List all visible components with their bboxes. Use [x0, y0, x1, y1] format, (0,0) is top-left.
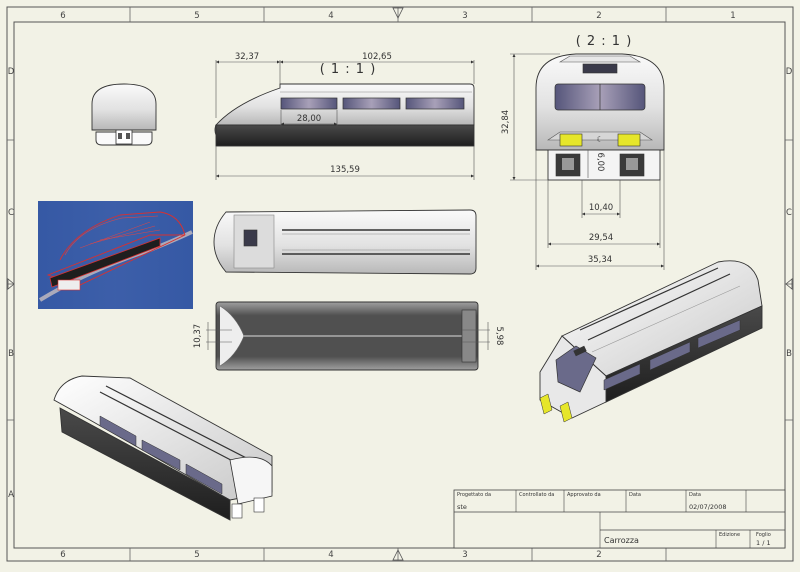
row-label: D: [8, 67, 15, 77]
date-label: Data: [689, 492, 701, 498]
dimension-label: 6,00: [595, 153, 605, 172]
dimension-label: 32,37: [235, 52, 259, 62]
row-label: D: [786, 67, 793, 77]
center-mark-bottom: [392, 549, 404, 561]
col-label: 1: [730, 11, 735, 21]
side-view: [214, 83, 475, 147]
row-label: C: [8, 208, 14, 218]
row-labels-right: D C B: [786, 67, 793, 359]
dimension-label: 5,98: [494, 327, 504, 346]
dimension-label: 135,59: [330, 165, 360, 175]
col-label: 2: [596, 11, 601, 21]
row-label: B: [8, 349, 14, 359]
drawing-title: Carrozza: [604, 536, 639, 545]
col-label: 5: [194, 11, 199, 21]
col-label: 6: [60, 550, 65, 560]
designed-by-label: Progettato da: [457, 492, 491, 498]
top-view: [213, 209, 477, 275]
approved-by-label: Approvato da: [567, 492, 601, 498]
row-label: B: [786, 349, 792, 359]
inner-border: [13, 21, 786, 549]
column-labels-top: 6 5 4 3 2 1: [60, 11, 735, 21]
col-label: 4: [328, 11, 333, 21]
column-labels-bottom: 6 5 4 3 2: [60, 550, 601, 560]
dimension-label: 35,34: [588, 255, 612, 265]
end-view-small: [91, 83, 157, 146]
sheet-label: Foglio: [756, 532, 771, 538]
dimension-label: 32,84: [501, 110, 511, 134]
col-label: 6: [60, 11, 65, 21]
dimension-label: 29,54: [589, 233, 613, 243]
date-value: 02/07/2008: [689, 503, 726, 511]
dimension-label: 28,00: [297, 114, 321, 124]
svg-text:☾: ☾: [596, 135, 603, 144]
side-view-dimensions: 32,37 102,65 28,00 135,59: [215, 52, 475, 180]
front-view-dimensions: 32,84 6,00 10,40 29,54 35,34: [501, 53, 665, 270]
dimension-label: 102,65: [362, 52, 392, 62]
row-label: C: [786, 208, 792, 218]
col-label: 4: [328, 550, 333, 560]
col-label: 2: [596, 550, 601, 560]
designed-by-value: ste: [457, 503, 467, 511]
date-label: Data: [629, 492, 641, 498]
row-labels-left: D C B A: [8, 67, 15, 500]
title-block: Progettato da ste Controllato da Approva…: [453, 489, 786, 549]
center-mark-left: [7, 278, 15, 290]
dimension-label: 10,40: [589, 203, 613, 213]
bottom-view: 10,37 5,98: [193, 301, 504, 371]
col-label: 3: [462, 11, 467, 21]
isometric-view-left: [53, 375, 273, 521]
sheet-value: 1 / 1: [756, 539, 771, 547]
col-label: 3: [462, 550, 467, 560]
render-preview: [38, 201, 193, 309]
center-mark-right: [785, 278, 793, 290]
checked-by-label: Controllato da: [519, 492, 554, 498]
dimension-label: 10,37: [193, 324, 203, 348]
front-view-scale: ( 2 : 1 ): [576, 34, 633, 49]
row-label: A: [8, 490, 14, 500]
col-label: 5: [194, 550, 199, 560]
side-view-scale: ( 1 : 1 ): [320, 62, 377, 77]
center-mark-top: [392, 7, 404, 19]
edition-label: Edizione: [719, 532, 740, 538]
isometric-view-right: [539, 260, 763, 423]
front-view: ☾: [535, 53, 665, 181]
